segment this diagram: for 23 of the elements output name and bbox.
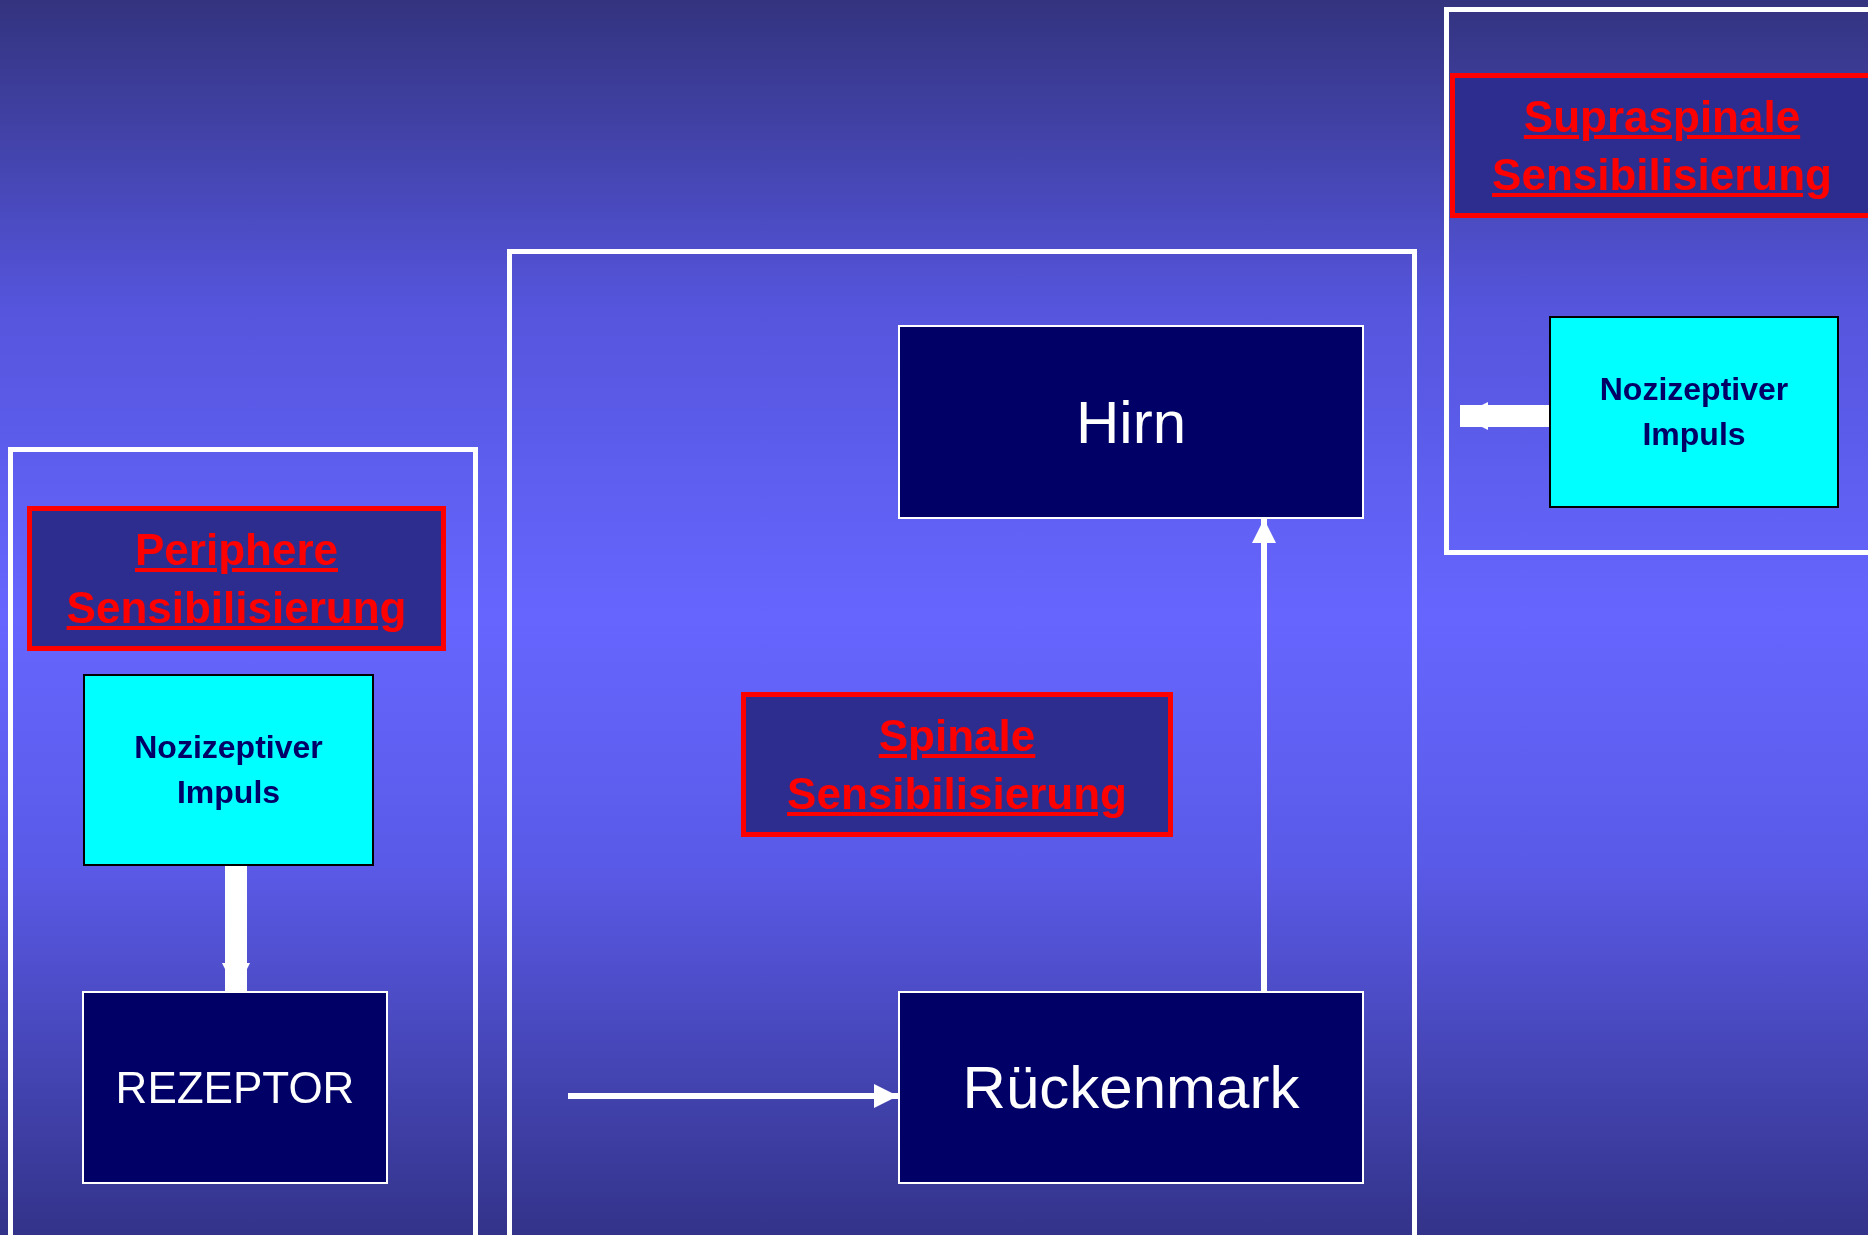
box-label: Hirn	[1076, 387, 1186, 457]
heading-text: Spinale Sensibilisierung	[786, 710, 1128, 820]
process-box	[898, 325, 1364, 519]
heading-text: Periphere Sensibilisierung	[65, 524, 408, 634]
heading-text: Supraspinale Sensibilisierung	[1491, 91, 1833, 201]
box-label: Nozizeptiver Impuls	[133, 728, 324, 812]
box-label: REZEPTOR	[115, 1062, 355, 1113]
arrow	[1252, 519, 1276, 991]
panel	[507, 249, 1417, 1235]
block-arrow	[222, 866, 250, 991]
process-box	[898, 991, 1364, 1184]
panel	[1444, 7, 1868, 555]
process-box	[1549, 316, 1839, 508]
process-box	[83, 674, 374, 866]
box-label: Nozizeptiver Impuls	[1598, 370, 1790, 454]
heading-box	[27, 506, 446, 651]
process-box	[82, 991, 388, 1184]
arrow	[568, 1084, 898, 1108]
panel	[8, 447, 478, 1235]
heading-box	[741, 692, 1173, 837]
block-arrow	[1460, 402, 1549, 430]
box-label: Rückenmark	[962, 1053, 1300, 1122]
heading-box	[1450, 73, 1868, 218]
